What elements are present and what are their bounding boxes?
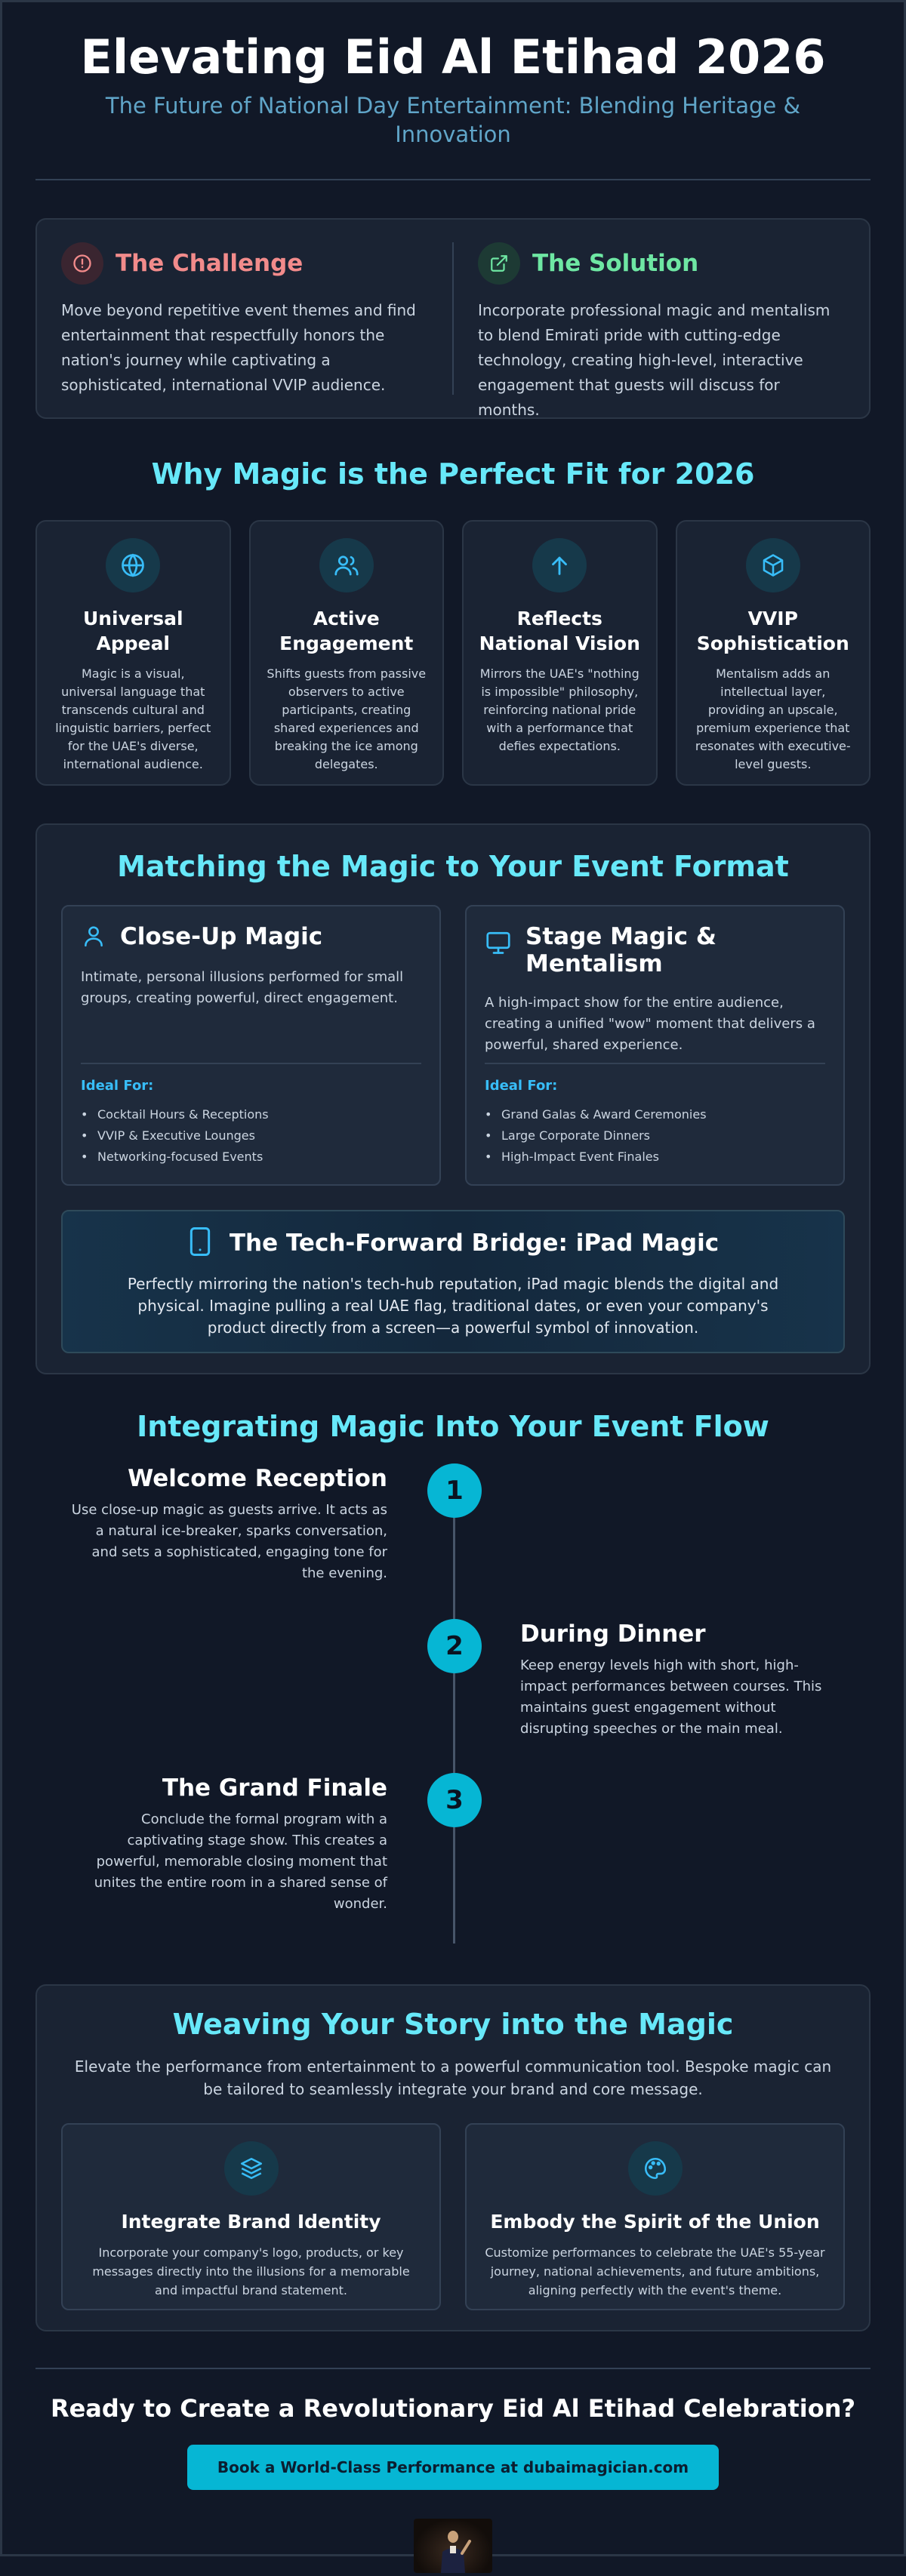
formats-grid: Close-Up Magic Intimate, personal illusi…: [61, 905, 845, 1186]
step-number-badge: 3: [427, 1773, 482, 1827]
alert-circle-icon: [61, 242, 103, 285]
solution-title: The Solution: [532, 250, 699, 277]
why-card-title: Universal Appeal: [82, 608, 183, 654]
book-performance-button[interactable]: Book a World-Class Performance at dubaim…: [187, 2445, 719, 2490]
why-card: Active Engagement Shifts guests from pas…: [248, 520, 444, 786]
ideal-for-list: Cocktail Hours & Receptions VVIP & Execu…: [81, 1104, 421, 1168]
formats-heading: Matching the Magic to Your Event Format: [117, 850, 789, 883]
arrow-up-icon: [532, 538, 587, 592]
monitor-icon: [485, 929, 512, 959]
users-icon: [319, 538, 374, 592]
story-card-brand: Integrate Brand Identity Incorporate you…: [61, 2123, 441, 2310]
format-title: Close-Up Magic: [120, 923, 323, 950]
list-item: VVIP & Executive Lounges: [81, 1125, 421, 1146]
flow-step: During Dinner Keep energy levels high wi…: [520, 1619, 837, 1740]
list-item: Networking-focused Events: [81, 1146, 421, 1168]
flow-timeline: 1 Welcome Reception Use close-up magic a…: [35, 1463, 871, 1984]
tablet-icon: [187, 1226, 213, 1260]
page-title: Elevating Eid Al Etihad 2026: [80, 29, 826, 85]
globe-icon: [106, 538, 161, 592]
user-icon: [81, 923, 106, 952]
divider: [81, 1063, 421, 1064]
ipad-magic-banner: The Tech-Forward Bridge: iPad Magic Perf…: [61, 1210, 845, 1353]
list-item: High-Impact Event Finales: [485, 1146, 825, 1168]
why-card: Universal Appeal Magic is a visual, univ…: [35, 520, 231, 786]
divider: [485, 1063, 825, 1064]
story-card-text: Customize performances to celebrate the …: [485, 2245, 825, 2297]
step-title: Welcome Reception: [128, 1465, 387, 1492]
cta-section: Ready to Create a Revolutionary Eid Al E…: [35, 2368, 871, 2573]
why-card-title: Reflects National Vision: [479, 608, 640, 654]
why-card: VVIP Sophistication Mentalism adds an in…: [675, 520, 871, 786]
format-card-stage: Stage Magic & Mentalism A high-impact sh…: [465, 905, 845, 1186]
format-text: Intimate, personal illusions performed f…: [81, 969, 404, 1006]
header: Elevating Eid Al Etihad 2026 The Future …: [35, 2, 871, 180]
step-text: Keep energy levels high with short, high…: [520, 1657, 822, 1737]
external-link-icon: [478, 242, 520, 285]
why-card-title: Active Engagement: [279, 608, 414, 654]
format-text: A high-impact show for the entire audien…: [485, 995, 815, 1053]
why-grid: Universal Appeal Magic is a visual, univ…: [35, 520, 871, 786]
magician-logo: [414, 2519, 492, 2573]
challenge-column: The Challenge Move beyond repetitive eve…: [61, 242, 454, 395]
ideal-for-label: Ideal For:: [81, 1078, 154, 1094]
palette-icon: [627, 2141, 683, 2196]
why-card-title: VVIP Sophistication: [696, 608, 849, 654]
story-panel: Weaving Your Story into the Magic Elevat…: [35, 1984, 871, 2331]
step-text: Use close-up magic as guests arrive. It …: [71, 1502, 387, 1581]
story-card-text: Incorporate your company's logo, product…: [92, 2245, 410, 2297]
story-card-title: Integrate Brand Identity: [121, 2211, 381, 2233]
step-number-badge: 2: [427, 1619, 482, 1673]
why-card: Reflects National Vision Mirrors the UAE…: [462, 520, 658, 786]
step-number-badge: 1: [427, 1463, 482, 1518]
story-card-title: Embody the Spirit of the Union: [490, 2211, 820, 2233]
timeline-line: [453, 1491, 455, 1944]
list-item: Large Corporate Dinners: [485, 1125, 825, 1146]
flow-heading: Integrating Magic Into Your Event Flow: [137, 1410, 769, 1443]
why-heading: Why Magic is the Perfect Fit for 2026: [151, 457, 755, 491]
solution-column: The Solution Incorporate professional ma…: [454, 242, 845, 419]
step-title: The Grand Finale: [162, 1774, 387, 1802]
why-card-text: Shifts guests from passive observers to …: [267, 666, 427, 771]
story-card-union: Embody the Spirit of the Union Customize…: [465, 2123, 845, 2310]
challenge-title: The Challenge: [116, 250, 304, 277]
why-card-text: Magic is a visual, universal language th…: [55, 666, 211, 771]
flow-step: The Grand Finale Conclude the formal pro…: [70, 1773, 387, 1915]
story-intro: Elevate the performance from entertainme…: [74, 2057, 832, 2098]
ideal-for-list: Grand Galas & Award Ceremonies Large Cor…: [485, 1104, 825, 1168]
formats-panel: Matching the Magic to Your Event Format …: [35, 823, 871, 1374]
solution-text: Incorporate professional magic and menta…: [478, 301, 830, 419]
flow-step: Welcome Reception Use close-up magic as …: [70, 1463, 387, 1584]
list-item: Cocktail Hours & Receptions: [81, 1104, 421, 1125]
why-card-text: Mirrors the UAE's "nothing is impossible…: [479, 666, 639, 753]
ipad-text: Perfectly mirroring the nation's tech-hu…: [127, 1275, 779, 1337]
cube-icon: [745, 538, 800, 592]
ideal-for-label: Ideal For:: [485, 1078, 558, 1094]
story-heading: Weaving Your Story into the Magic: [172, 2008, 734, 2041]
format-title: Stage Magic & Mentalism: [525, 923, 716, 977]
ipad-title: The Tech-Forward Bridge: iPad Magic: [229, 1230, 720, 1257]
cta-title: Ready to Create a Revolutionary Eid Al E…: [50, 2394, 856, 2423]
challenge-text: Move beyond repetitive event themes and …: [61, 301, 416, 394]
step-text: Conclude the formal program with a capti…: [94, 1811, 387, 1912]
list-item: Grand Galas & Award Ceremonies: [485, 1104, 825, 1125]
layers-icon: [223, 2141, 279, 2196]
story-grid: Integrate Brand Identity Incorporate you…: [61, 2123, 845, 2310]
format-card-close-up: Close-Up Magic Intimate, personal illusi…: [61, 905, 441, 1186]
why-card-text: Mentalism adds an intellectual layer, pr…: [695, 666, 851, 771]
step-title: During Dinner: [520, 1620, 706, 1648]
page-subtitle: The Future of National Day Entertainment…: [105, 93, 801, 147]
challenge-solution-panel: The Challenge Move beyond repetitive eve…: [35, 218, 871, 419]
